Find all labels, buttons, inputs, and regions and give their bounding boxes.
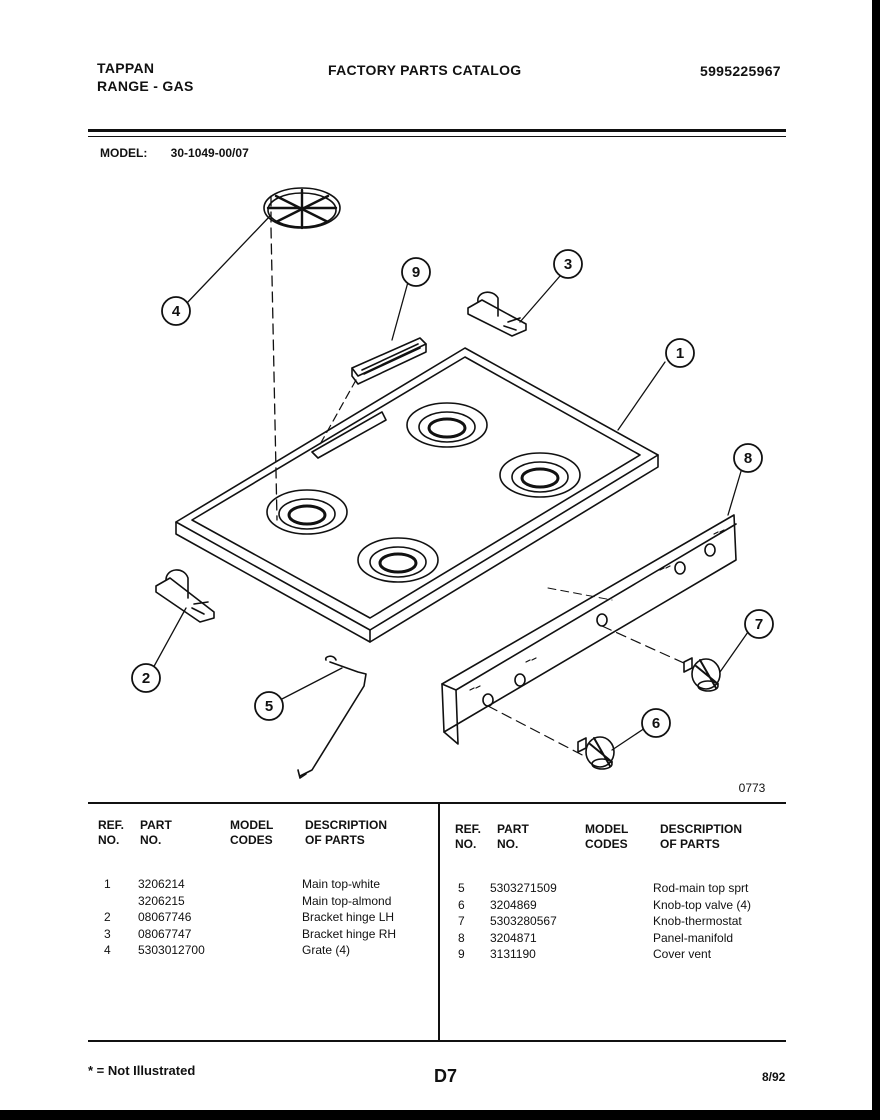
table-row-ref: 7 xyxy=(458,914,465,928)
callout-3-circle xyxy=(553,249,583,279)
table-row-ref: 4 xyxy=(104,943,111,957)
table-row-part: 3204869 xyxy=(490,897,537,912)
table-row-ref: 3 xyxy=(104,926,111,941)
callout-3-label: 3 xyxy=(564,256,572,273)
table-row-desc: Cover vent xyxy=(653,947,712,961)
hinge-bracket-rh-drawing xyxy=(467,291,527,337)
support-rod-drawing xyxy=(297,655,367,779)
header-rule-thin xyxy=(88,136,786,137)
left-header-part: PART NO. xyxy=(140,818,172,847)
scan-border-right xyxy=(872,0,880,1120)
table-row-part: 5303271509 xyxy=(490,881,557,895)
callout-1-circle xyxy=(665,338,695,368)
callout-9-label: 9 xyxy=(412,264,420,281)
catalog-title: FACTORY PARTS CATALOG xyxy=(328,62,522,78)
model-number: 30-1049-00/07 xyxy=(170,146,249,160)
revision-date: 8/92 xyxy=(762,1070,786,1084)
table-row-desc: Main top-almond xyxy=(302,893,392,908)
callout-7-circle xyxy=(744,609,774,639)
table-row-ref: 2 xyxy=(104,910,111,924)
table-row-ref: 1 xyxy=(104,877,111,891)
burner-front-left xyxy=(266,489,348,535)
callout-5-circle xyxy=(254,691,284,721)
table-row-part: 3206214 xyxy=(138,877,185,891)
callout-8-label: 8 xyxy=(744,450,752,467)
table-rule-bottom xyxy=(88,1040,786,1042)
callout-leaders xyxy=(151,215,749,751)
right-part-column: 5303271509 3204869 5303280567 3204871 31… xyxy=(490,880,557,963)
table-row-desc: Main top-white xyxy=(302,877,381,891)
hinge-bracket-lh-drawing xyxy=(155,569,215,623)
callout-5-label: 5 xyxy=(265,698,273,715)
page-number: D7 xyxy=(434,1066,458,1086)
table-row-part: 5303012700 xyxy=(138,943,205,957)
grate-drawing xyxy=(263,187,341,521)
table-row-part: 3131190 xyxy=(490,947,536,961)
burner-back-left xyxy=(406,402,488,448)
table-row-desc: Grate (4) xyxy=(302,943,351,957)
model-label: MODEL: xyxy=(100,146,148,160)
right-ref-column: 5 6 7 8 9 xyxy=(458,880,465,963)
figure-code: 0773 xyxy=(739,781,766,795)
callout-circles xyxy=(131,249,774,738)
table-row-ref: 9 xyxy=(458,947,465,961)
callout-4-label: 4 xyxy=(172,303,181,320)
left-header-desc: DESCRIPTION OF PARTS xyxy=(305,818,388,847)
callout-7-label: 7 xyxy=(755,616,763,633)
scan-border-bottom xyxy=(0,1110,880,1120)
table-row-desc: Knob-thermostat xyxy=(653,914,742,928)
table-column-divider xyxy=(438,804,440,1040)
callout-4-circle xyxy=(161,296,191,326)
manifold-panel-drawing xyxy=(441,514,737,759)
table-rule-top xyxy=(88,802,786,804)
table-row-part: 3204871 xyxy=(490,930,537,945)
burner-back-right xyxy=(499,452,581,498)
right-header-codes: MODEL CODES xyxy=(585,822,629,851)
right-desc-column: Rod-main top sprt Knob-top valve (4) Kno… xyxy=(653,880,751,963)
table-row-part: 5303280567 xyxy=(490,914,557,928)
left-header-ref: REF. NO. xyxy=(98,818,125,847)
right-header-part: PART NO. xyxy=(497,822,529,851)
not-illustrated-note: * = Not Illustrated xyxy=(88,1063,196,1078)
table-row-part: 08067747 xyxy=(138,926,192,941)
callout-6-label: 6 xyxy=(652,715,660,732)
table-row-desc: Bracket hinge RH xyxy=(302,926,397,941)
right-header-desc: DESCRIPTION OF PARTS xyxy=(660,822,743,851)
table-row-ref: 8 xyxy=(458,930,465,945)
callout-1-label: 1 xyxy=(676,345,684,362)
cover-vent-drawing xyxy=(317,337,427,449)
table-row-desc: Panel-manifold xyxy=(653,930,734,945)
main-top-drawing xyxy=(175,347,659,643)
table-row-desc: Rod-main top sprt xyxy=(653,881,749,895)
knob-thermostat-drawing xyxy=(683,657,721,692)
table-row-desc: Knob-top valve (4) xyxy=(653,897,752,912)
product-type: RANGE - GAS xyxy=(97,78,194,94)
right-header-ref: REF. NO. xyxy=(455,822,482,851)
left-header-codes: MODEL CODES xyxy=(230,818,274,847)
knob-top-valve-drawing xyxy=(577,736,615,770)
table-row-ref: 6 xyxy=(458,897,465,912)
table-row-desc: Bracket hinge LH xyxy=(302,910,395,924)
table-row-part: 3206215 xyxy=(138,893,185,908)
header-rule-thick xyxy=(88,129,786,132)
callout-6-circle xyxy=(641,708,671,738)
callout-2-label: 2 xyxy=(142,670,150,687)
table-row-ref xyxy=(104,893,111,910)
table-row-part: 08067746 xyxy=(138,910,192,924)
catalog-number: 5995225967 xyxy=(700,63,781,79)
table-row-ref: 5 xyxy=(458,881,465,895)
model-line: MODEL: 30-1049-00/07 xyxy=(100,146,249,160)
left-part-column: 3206214 3206215 08067746 08067747 530301… xyxy=(138,876,205,959)
callout-8-circle xyxy=(733,443,763,473)
callout-9-circle xyxy=(401,257,431,287)
brand-name: TAPPAN xyxy=(97,60,155,76)
exploded-parts-diagram: 1 2 3 4 5 6 7 8 9 0773 xyxy=(131,187,774,795)
burner-front-right xyxy=(357,537,439,583)
left-ref-column: 1 2 3 4 xyxy=(104,876,111,959)
callout-2-circle xyxy=(131,663,161,693)
left-desc-column: Main top-white Main top-almond Bracket h… xyxy=(302,876,396,959)
